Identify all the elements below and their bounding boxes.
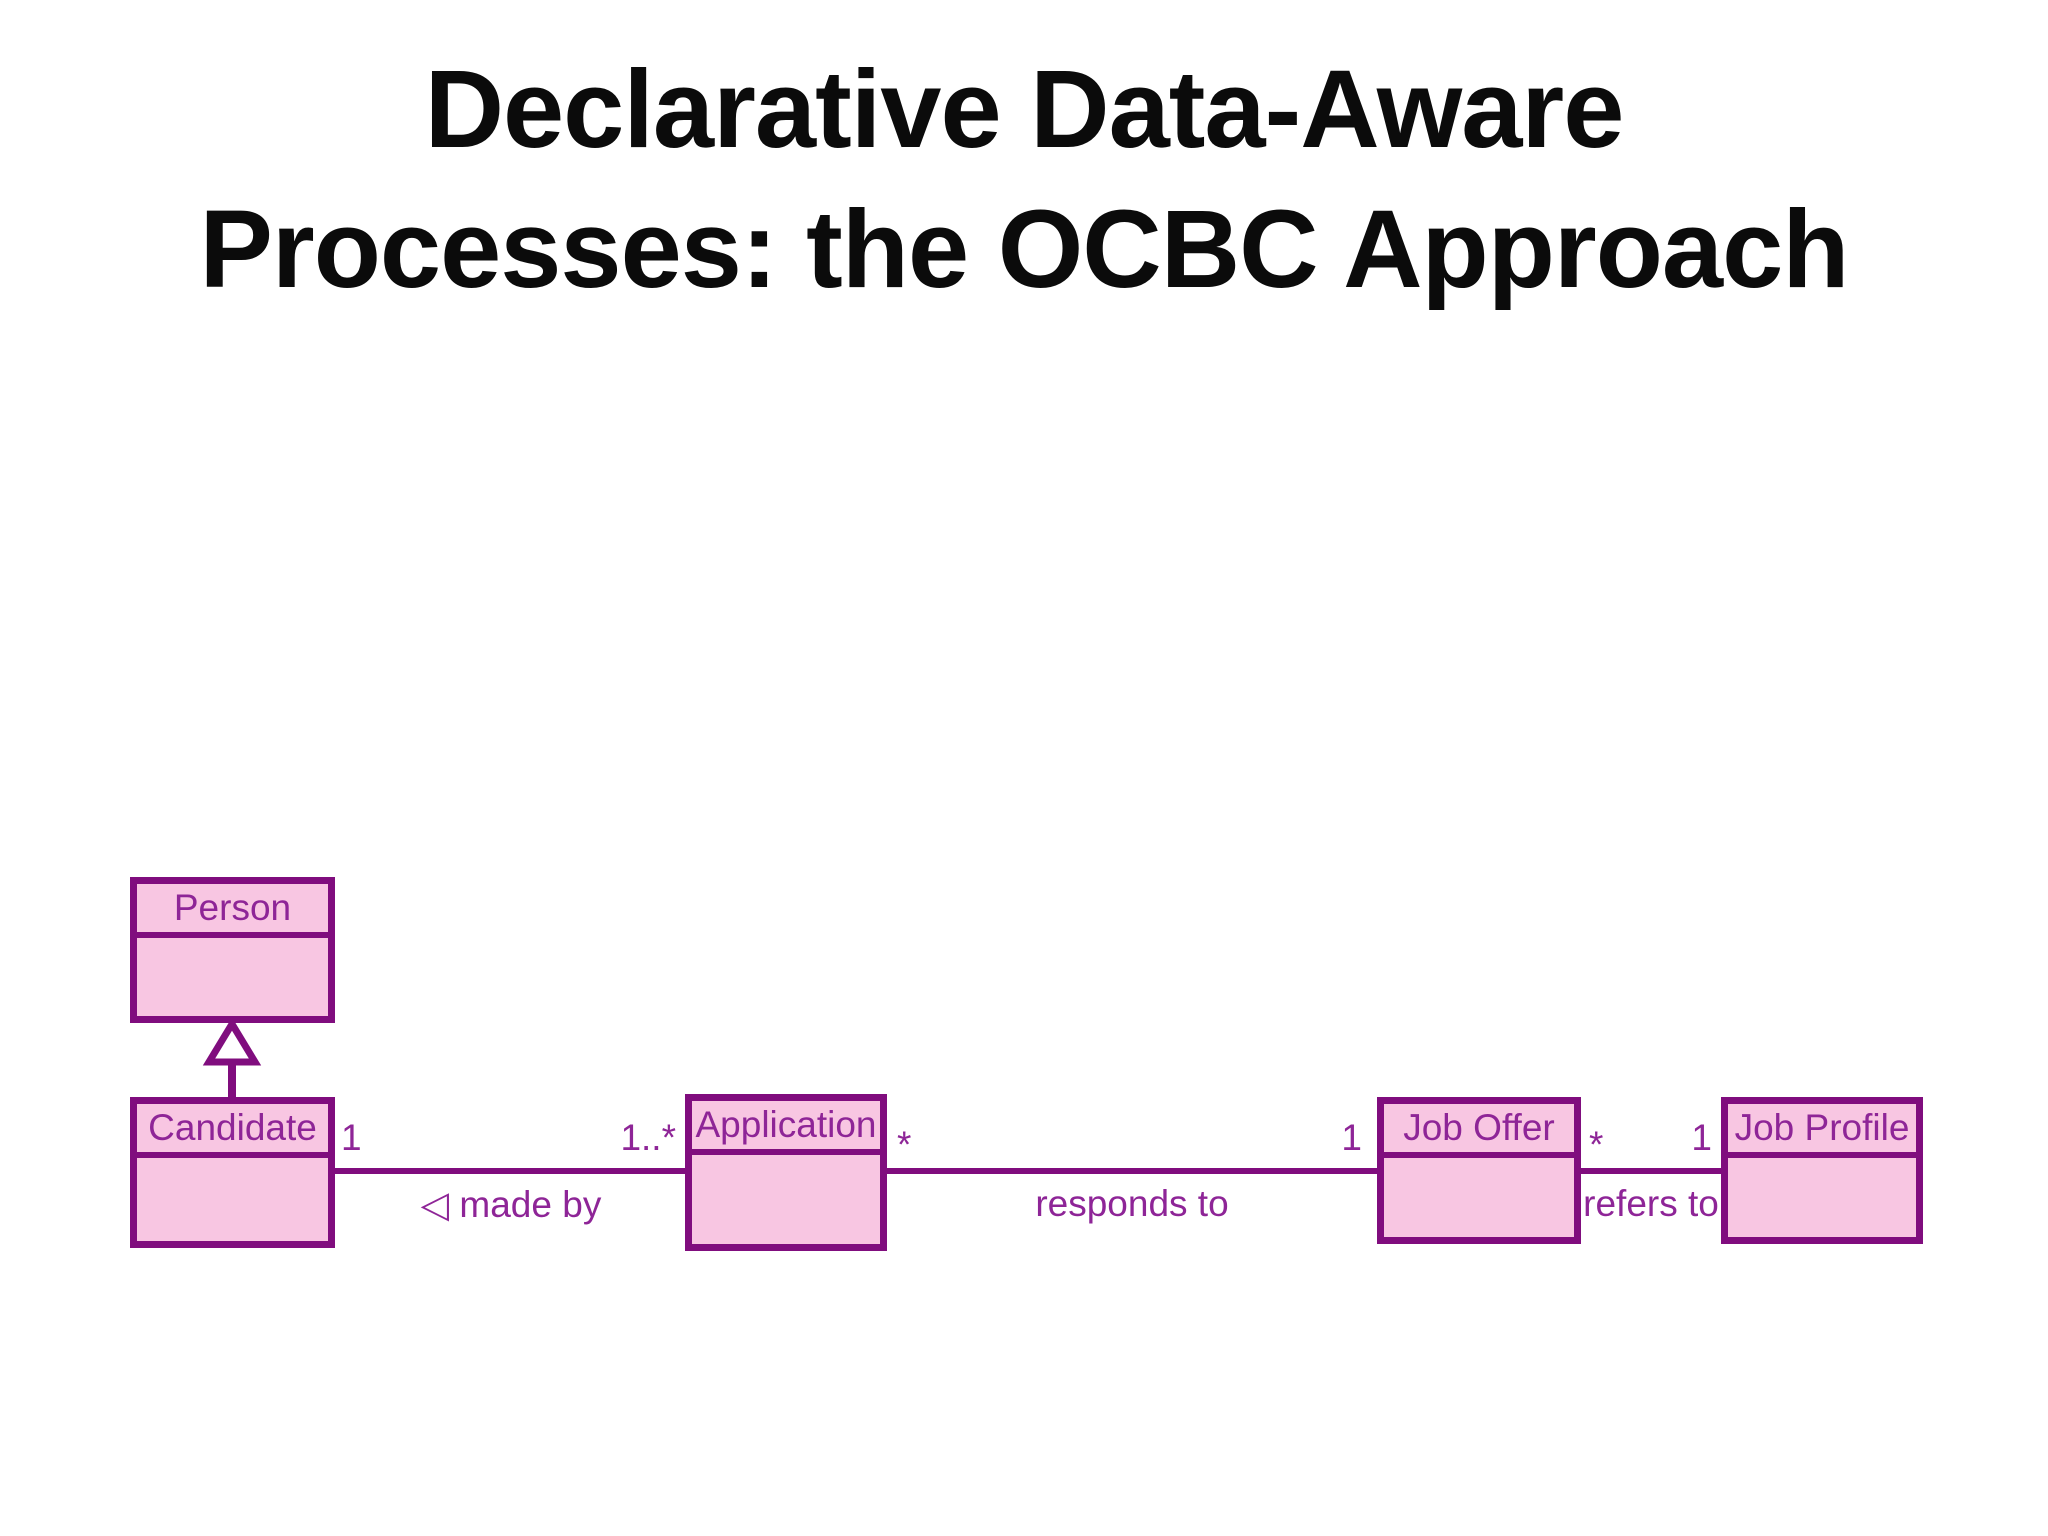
class-application-attributes bbox=[692, 1155, 880, 1244]
class-candidate: Candidate bbox=[130, 1097, 335, 1248]
class-job-profile-attributes bbox=[1728, 1158, 1916, 1237]
class-person-name: Person bbox=[137, 884, 328, 938]
page-title: Declarative Data-Aware Processes: the OC… bbox=[0, 40, 2048, 319]
class-person-attributes bbox=[137, 938, 328, 1016]
class-application-name: Application bbox=[692, 1101, 880, 1155]
class-person: Person bbox=[130, 877, 335, 1023]
class-candidate-name: Candidate bbox=[137, 1104, 328, 1158]
class-job-profile-name: Job Profile bbox=[1728, 1104, 1916, 1158]
multiplicity-application-respondsto-end: * bbox=[897, 1124, 912, 1165]
multiplicity-job-offer-refersto-end: * bbox=[1589, 1124, 1604, 1165]
page-title-line-1: Declarative Data-Aware bbox=[424, 48, 1625, 171]
multiplicity-candidate-end: 1 bbox=[341, 1117, 362, 1158]
class-candidate-attributes bbox=[137, 1158, 328, 1241]
association-label-responds-to: responds to bbox=[1035, 1183, 1229, 1224]
class-job-profile: Job Profile bbox=[1721, 1097, 1923, 1244]
multiplicity-job-offer-respondsto-end: 1 bbox=[1341, 1117, 1362, 1158]
multiplicity-job-profile-end: 1 bbox=[1691, 1117, 1712, 1158]
association-label-refers-to: refers to bbox=[1583, 1183, 1719, 1224]
multiplicity-application-madeby-end: 1..* bbox=[620, 1117, 676, 1158]
class-job-offer: Job Offer bbox=[1377, 1097, 1581, 1244]
page-title-line-2: Processes: the OCBC Approach bbox=[199, 187, 1850, 311]
association-label-made-by: ◁ made by bbox=[420, 1184, 602, 1225]
class-job-offer-attributes bbox=[1384, 1158, 1574, 1237]
class-application: Application bbox=[685, 1094, 887, 1251]
generalization-arrow-icon bbox=[202, 1017, 262, 1099]
class-job-offer-name: Job Offer bbox=[1384, 1104, 1574, 1158]
